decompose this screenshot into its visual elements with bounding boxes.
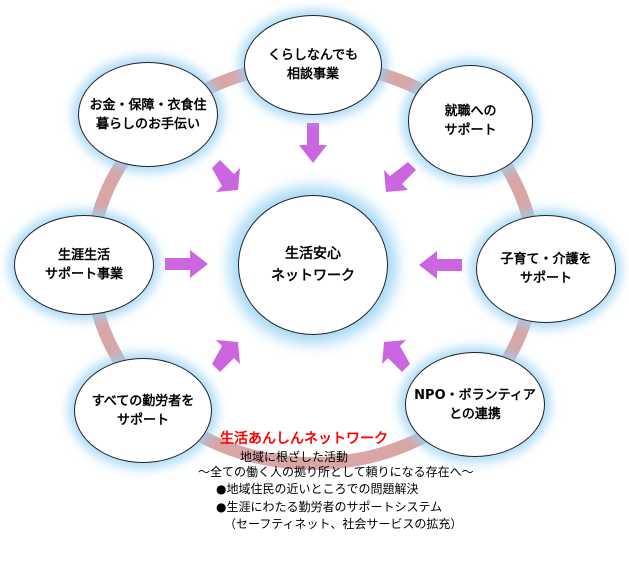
node-top: くらしなんでも 相談事業 [244, 15, 382, 115]
node-left-line1: 生涯生活 [57, 248, 110, 263]
node-top-left: お金・保障・衣食住 暮らしのお手伝い [78, 62, 218, 167]
node-top-left-line2: 暮らしのお手伝い [95, 116, 200, 132]
center-node: 生活安心 ネットワーク [238, 195, 388, 335]
node-bottom-right: NPO・ボランティア との連携 [405, 352, 545, 457]
node-bottom-left: すべての勤労者を サポート [74, 358, 212, 463]
arrow-from-right [419, 251, 462, 279]
node-bottom-right-line2: との連携 [449, 406, 501, 422]
caption-bullet1: ●地域住民の近いところでの問題解決 [216, 482, 419, 496]
center-node-line2: ネットワーク [271, 268, 355, 284]
caption-line2: ～全ての働く人の拠り所として頼りになる存在へ～ [198, 465, 474, 479]
node-left: 生涯生活 サポート事業 [14, 215, 154, 315]
node-right: 子育て・介護を サポート [476, 215, 616, 323]
node-top-right-line1: 就職への [444, 104, 497, 119]
caption-line1: 地域に根ざした活動 [240, 450, 349, 464]
node-top-line1: くらしなんでも [267, 48, 359, 63]
caption-bullet2: ●生涯にわたる勤労者のサポートシステム [216, 500, 443, 514]
node-top-line2: 相談事業 [286, 67, 339, 82]
arrow-from-top [299, 123, 327, 163]
node-top-right: 就職への サポート [408, 65, 533, 177]
node-top-left-line1: お金・保障・衣食住 [89, 97, 207, 113]
caption-line3: （セーフティネット、社会サービスの拡充） [224, 517, 463, 531]
node-right-line2: サポート [519, 271, 572, 286]
arrow-from-top-left [212, 160, 240, 192]
node-bottom-right-line1: NPO・ボランティア [414, 387, 536, 403]
arrow-from-top-right [384, 162, 416, 192]
node-top-right-line2: サポート [444, 123, 497, 138]
node-bottom-left-line2: サポート [116, 412, 169, 428]
caption-title: 生活あんしんネットワーク [220, 431, 388, 447]
arrow-from-bottom-right [382, 340, 410, 372]
arrow-from-bottom-left [212, 340, 240, 372]
node-left-line2: サポート事業 [44, 267, 123, 282]
node-bottom-left-line1: すべての勤労者を [91, 393, 195, 409]
center-node-line1: 生活安心 [285, 246, 341, 262]
arrow-from-left [165, 250, 208, 278]
node-right-line1: 子育て・介護を [500, 252, 592, 267]
